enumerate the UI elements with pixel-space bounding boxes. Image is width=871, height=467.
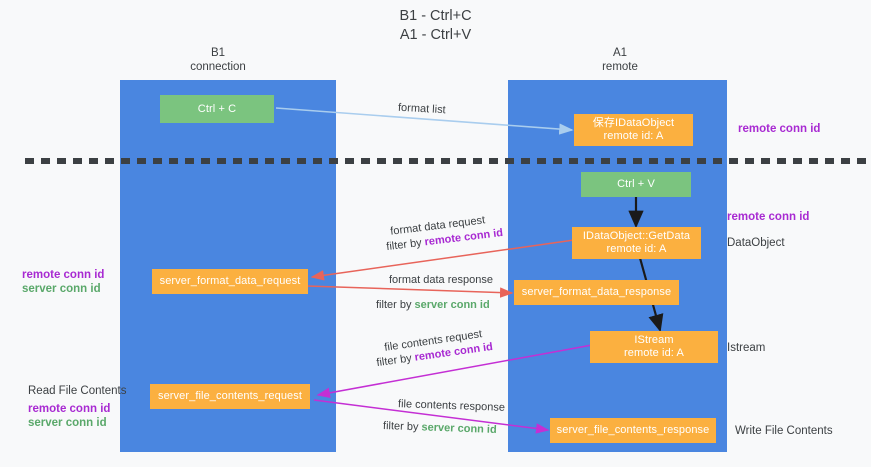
note-left-remote-conn-id-2: remote conn id	[28, 403, 111, 415]
column-header-b1: B1 connection	[150, 46, 286, 74]
column-header-b1-line1: B1	[210, 47, 226, 59]
column-header-a1-line2: remote	[602, 61, 638, 73]
title-line-2: A1 - Ctrl+V	[399, 27, 472, 43]
filter-prefix: filter by	[385, 236, 426, 254]
note-left-server-conn-id-1: server conn id	[22, 283, 101, 295]
node-ctrl-v[interactable]: Ctrl + V	[581, 172, 691, 197]
filter-key-server-conn-id: server conn id	[421, 421, 497, 436]
filter-prefix: filter by	[375, 351, 416, 370]
note-write-file-contents: Write File Contents	[735, 425, 833, 437]
node-idataobject-save-line2: remote id: A	[603, 130, 664, 142]
edge-format-data-response	[306, 285, 514, 298]
note-left-server-conn-id-2: server conn id	[28, 417, 107, 429]
node-istream[interactable]: IStream remote id: A	[590, 331, 718, 363]
note-istream: Istream	[727, 342, 766, 354]
edge-label-format-data-response-filter: filter by server conn id	[376, 298, 490, 312]
node-istream-line1: IStream	[634, 334, 674, 346]
edge-label-format-data-response: format data response	[389, 274, 493, 286]
node-idataobject-getdata-line2: remote id: A	[606, 243, 667, 255]
note-left-remote-conn-id-1: remote conn id	[22, 269, 105, 281]
node-server-file-contents-response-label: server_file_contents_response	[556, 424, 710, 436]
node-idataobject-save[interactable]: 保存IDataObject remote id: A	[574, 114, 693, 146]
column-header-a1: A1 remote	[552, 46, 688, 74]
note-read-file-contents: Read File Contents	[28, 385, 127, 397]
node-idataobject-getdata-line1: IDataObject::GetData	[582, 230, 691, 242]
node-server-format-data-request[interactable]: server_format_data_request	[152, 269, 308, 294]
note-remote-conn-id-top: remote conn id	[738, 123, 821, 135]
note-dataobject: DataObject	[727, 237, 785, 249]
edge-label-file-contents-response: file contents response	[397, 398, 506, 414]
note-remote-conn-id-mid: remote conn id	[727, 211, 810, 223]
filter-prefix: filter by	[382, 420, 422, 434]
node-ctrl-c-label: Ctrl + C	[197, 102, 237, 115]
edge-label-file-contents-response-filter: filter by server conn id	[383, 419, 497, 437]
node-ctrl-v-label: Ctrl + V	[617, 178, 655, 190]
filter-key-server-conn-id: server conn id	[414, 299, 490, 311]
title-line-1: B1 - Ctrl+C	[399, 8, 472, 24]
node-server-format-data-response[interactable]: server_format_data_response	[514, 280, 679, 305]
diagram-title: B1 - Ctrl+C A1 - Ctrl+V	[0, 7, 871, 45]
node-server-format-data-request-label: server_format_data_request	[159, 275, 301, 287]
node-istream-line2: remote id: A	[624, 347, 684, 359]
column-header-a1-line1: A1	[612, 47, 628, 59]
node-server-file-contents-response[interactable]: server_file_contents_response	[550, 418, 716, 443]
node-ctrl-c[interactable]: Ctrl + C	[160, 95, 274, 123]
filter-prefix: filter by	[376, 299, 415, 311]
node-server-format-data-response-label: server_format_data_response	[521, 286, 672, 298]
node-server-file-contents-request-label: server_file_contents_request	[157, 390, 303, 402]
node-idataobject-save-line1: 保存IDataObject	[592, 117, 675, 129]
edge-label-format-list: format list	[397, 101, 446, 117]
node-idataobject-getdata[interactable]: IDataObject::GetData remote id: A	[572, 227, 701, 259]
node-server-file-contents-request[interactable]: server_file_contents_request	[150, 384, 310, 409]
column-header-b1-line2: connection	[190, 61, 246, 73]
